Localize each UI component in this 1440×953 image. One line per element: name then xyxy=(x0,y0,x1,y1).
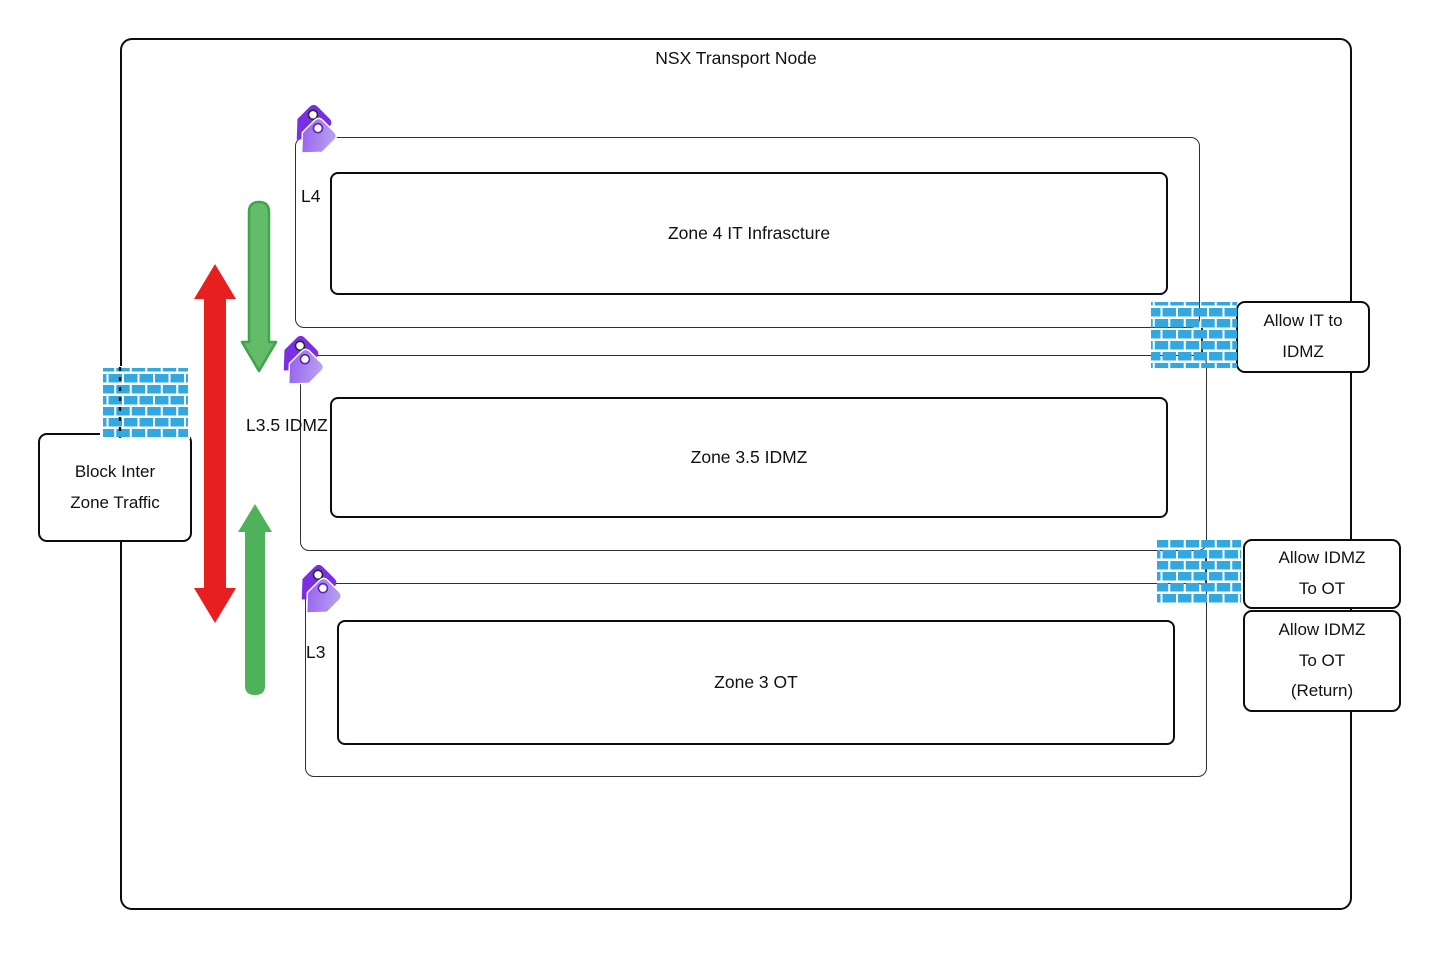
zone4-group-box xyxy=(295,137,1200,328)
zone3-label: Zone 3 OT xyxy=(714,672,798,692)
rule-allow-idmz-to-ot-label: Allow IDMZ To OT xyxy=(1278,548,1366,598)
zone35-box: Zone 3.5 IDMZ xyxy=(330,397,1168,518)
zone35-label: Zone 3.5 IDMZ xyxy=(690,447,808,467)
zone35-group-box xyxy=(300,355,1207,551)
zone35-tag-label: L3.5 IDMZ xyxy=(246,415,328,435)
zone4-tag-label: L4 xyxy=(301,186,321,206)
zone3-box: Zone 3 OT xyxy=(337,620,1175,745)
zone3-group-box xyxy=(305,583,1207,777)
connector-zone35-zone3 xyxy=(1205,551,1207,584)
connector-zone4-zone35 xyxy=(1201,328,1203,356)
rule-allow-idmz-to-ot: Allow IDMZ To OT xyxy=(1243,539,1401,609)
rule-allow-idmz-to-ot-return: Allow IDMZ To OT (Return) xyxy=(1243,610,1401,712)
rule-block-inter-zone: Block Inter Zone Traffic xyxy=(38,433,192,542)
zone4-label: Zone 4 IT Infrascture xyxy=(667,223,831,243)
rule-block-inter-zone-label: Block Inter Zone Traffic xyxy=(70,461,160,512)
zone4-box: Zone 4 IT Infrascture xyxy=(330,172,1168,295)
diagram-title: NSX Transport Node xyxy=(655,48,817,68)
rule-allow-idmz-to-ot-return-label: Allow IDMZ To OT (Return) xyxy=(1278,619,1366,701)
rule-allow-it-to-idmz: Allow IT to IDMZ xyxy=(1236,301,1370,373)
rule-allow-it-to-idmz-label: Allow IT to IDMZ xyxy=(1263,311,1343,361)
zone3-tag-label: L3 xyxy=(306,642,326,662)
